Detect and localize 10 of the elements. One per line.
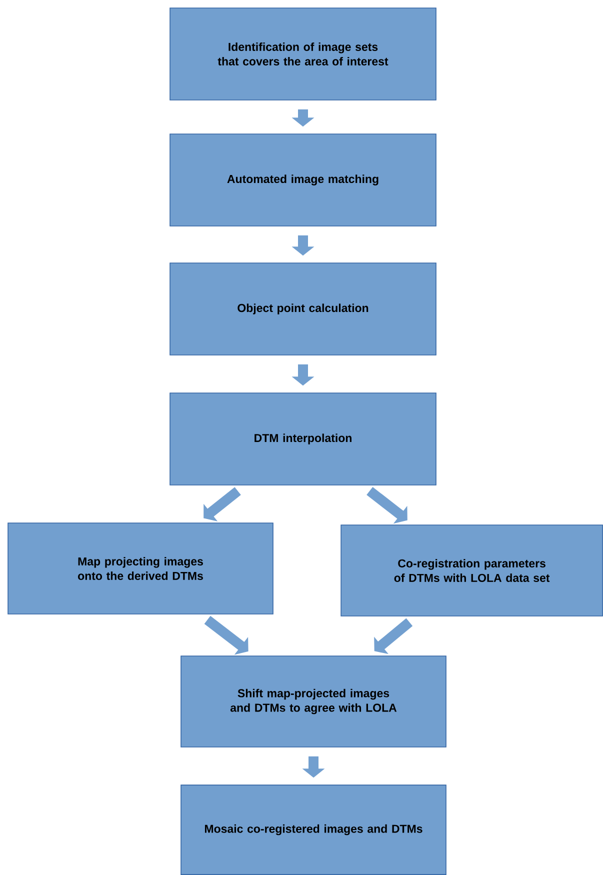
- process-box: Automated image matching: [170, 134, 436, 226]
- process-box: DTM interpolation: [170, 392, 436, 486]
- process-box: Map projecting images onto the derived DTMs: [8, 522, 274, 614]
- block-arrow: [204, 487, 241, 522]
- process-box: Mosaic co-registered images and DTMs: [180, 784, 446, 875]
- process-box: Shift map-projected images and DTMs to agree with LOLA: [180, 656, 446, 748]
- process-box: Co-registration parameters of DTMs with LOLA data set: [340, 524, 603, 616]
- process-box: Object point calculation: [170, 262, 436, 356]
- process-box: Identification of image sets that covers the area of interest: [170, 8, 436, 100]
- block-arrow: [374, 618, 413, 654]
